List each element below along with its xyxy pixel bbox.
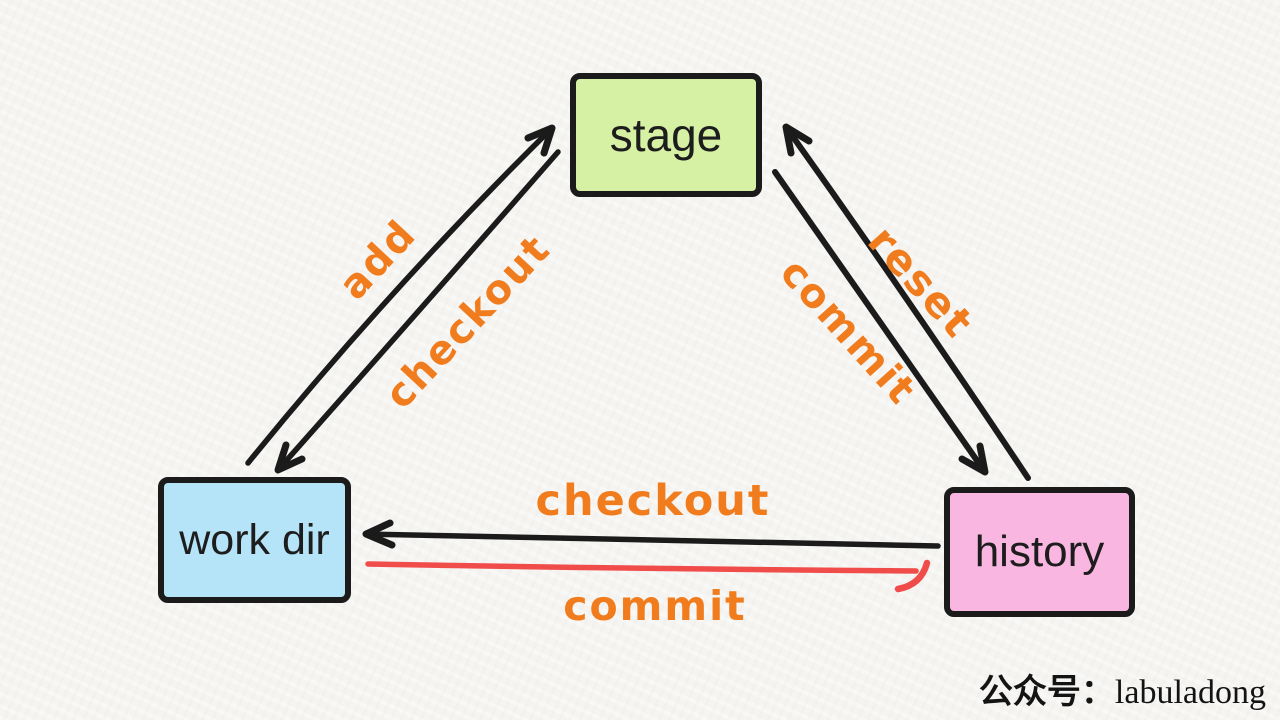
node-history: history [944, 487, 1135, 617]
node-workdir-label: work dir [179, 515, 330, 564]
arrow-add [245, 124, 556, 466]
node-stage: stage [570, 73, 762, 197]
node-stage-label: stage [609, 109, 723, 161]
arrow-commit-bottom [365, 559, 931, 593]
arrow-reset [782, 123, 1031, 481]
node-history-label: history [974, 527, 1105, 576]
watermark-prefix: 公众号： [978, 672, 1115, 712]
arrow-checkout-left [274, 149, 561, 474]
node-workdir: work dir [158, 477, 351, 603]
watermark-name: labuladong [1114, 674, 1266, 711]
arrow-commit-right [772, 169, 989, 476]
watermark: 公众号：labuladong [979, 664, 1266, 713]
arrow-checkout-bottom [362, 519, 941, 549]
edge-label-commit-bottom: commit [563, 582, 747, 630]
edge-label-checkout-bottom: checkout [535, 476, 771, 526]
